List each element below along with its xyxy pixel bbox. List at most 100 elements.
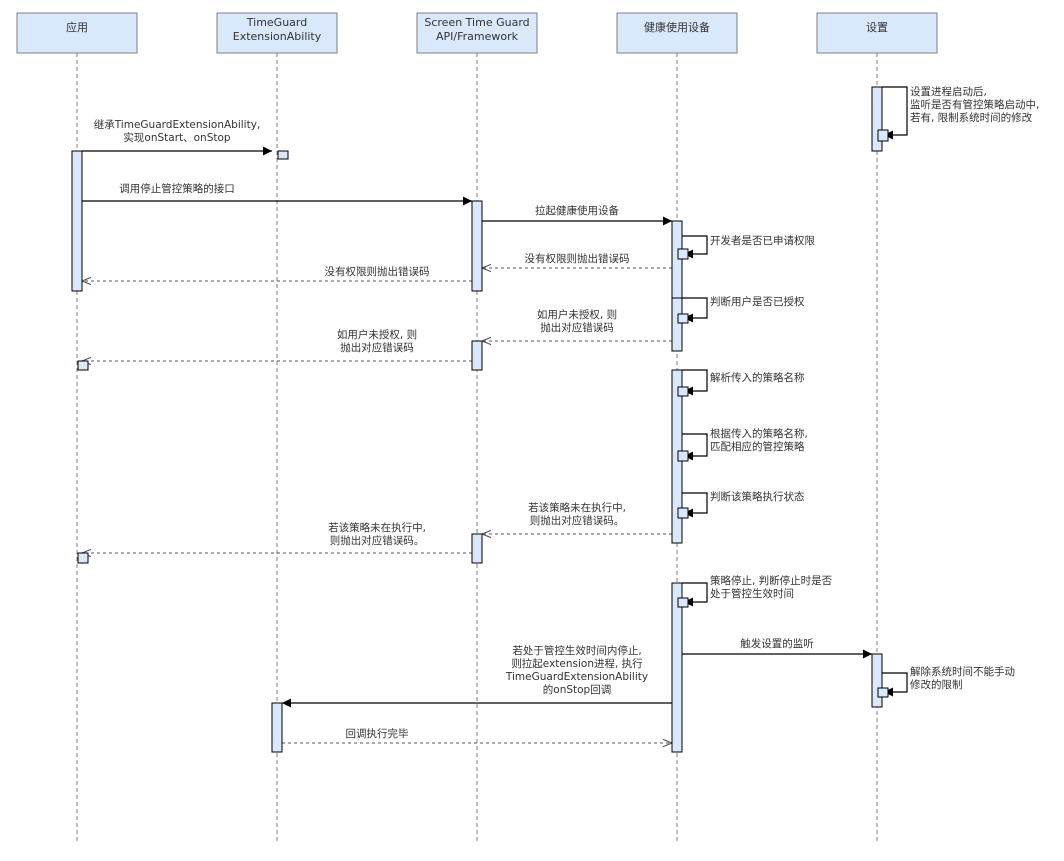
message-label: 如用户未授权, 则抛出对应错误码 <box>337 328 417 354</box>
activation-bar <box>671 582 683 753</box>
activation-bar <box>277 150 289 160</box>
participant-box <box>16 12 138 54</box>
activation-bar <box>677 386 689 397</box>
message-label-line: TimeGuardExtensionAbility <box>505 671 648 683</box>
message-self-check-auth <box>682 297 708 323</box>
participant-label: 健康使用设备 <box>644 20 710 34</box>
message-label: 回调执行完毕 <box>346 727 409 740</box>
participant-box <box>616 12 738 54</box>
activation-bar <box>71 150 83 292</box>
message-label-line: 匹配相应的管控策略 <box>710 440 805 453</box>
activation-bar <box>271 702 283 753</box>
message-label-line: 则抛出对应错误码。 <box>530 514 625 527</box>
message-label: 设置进程启动后,监听是否有管控策略启动中,若有, 限制系统时间的修改 <box>910 85 1039 124</box>
message-label-line: 继承TimeGuardExtensionAbility, <box>94 118 261 131</box>
message-label-line: 没有权限则抛出错误码 <box>525 252 630 265</box>
message-label: 若该策略未在执行中,则抛出对应错误码。 <box>528 501 626 527</box>
self-call-arrow <box>682 235 708 259</box>
self-call-arrow <box>682 297 708 323</box>
message-label-line: 设置进程启动后, <box>910 85 987 98</box>
participant-settings: 设置 <box>816 12 938 54</box>
participant-label: API/Framework <box>436 30 519 43</box>
message-label-line: 则拉起extension进程, 执行 <box>511 657 643 670</box>
message-label-line: 抛出对应错误码 <box>340 341 414 354</box>
participant-box <box>816 12 938 54</box>
message-label-line: 若处于管控生效时间内停止, <box>512 644 641 657</box>
message-label: 没有权限则抛出错误码 <box>325 265 430 278</box>
participant-ext: TimeGuardExtensionAbility <box>216 12 338 54</box>
activation-bar <box>671 297 683 352</box>
message-label: 拉起健康使用设备 <box>535 204 619 217</box>
participant-app: 应用 <box>16 12 138 54</box>
self-call-arrow <box>882 86 908 140</box>
message-label: 开发者是否已申请权限 <box>710 234 815 247</box>
message-label: 解析传入的策略名称 <box>710 371 805 384</box>
message-label-line: 触发设置的监听 <box>740 637 814 650</box>
message-label-line: 则抛出对应错误码。 <box>330 534 425 547</box>
activation-bar <box>471 533 483 564</box>
activation-bar <box>677 450 689 462</box>
activation-bar <box>677 313 689 324</box>
participant-label: ExtensionAbility <box>233 30 322 43</box>
message-label: 若该策略未在执行中,则抛出对应错误码。 <box>328 521 426 547</box>
message-label-line: 若该策略未在执行中, <box>528 501 626 514</box>
message-label-line: 若该策略未在执行中, <box>328 521 426 534</box>
message-label-line: 回调执行完毕 <box>346 727 409 740</box>
message-label-line: 如用户未授权, 则 <box>337 328 417 341</box>
participant-health: 健康使用设备 <box>616 12 738 54</box>
message-label-line: 监听是否有管控策略启动中, <box>910 98 1039 111</box>
message-label-line: 调用停止管控策略的接口 <box>119 182 235 195</box>
participant-label: Screen Time Guard <box>424 16 529 29</box>
message-label-line: 修改的限制 <box>910 678 963 691</box>
activation-bar <box>677 248 689 260</box>
message-self-match-policy <box>682 433 708 461</box>
activation-bar <box>677 507 689 519</box>
message-label-line: 抛出对应错误码 <box>540 321 614 334</box>
message-label: 判断该策略执行状态 <box>710 490 805 503</box>
message-label: 继承TimeGuardExtensionAbility,实现onStart、on… <box>94 118 261 144</box>
activation-bar <box>671 220 683 305</box>
activation-bar <box>871 653 883 708</box>
message-self-parse-name <box>682 369 708 396</box>
activation-bar <box>871 86 883 152</box>
activation-bar <box>877 129 889 142</box>
message-label: 触发设置的监听 <box>740 637 814 650</box>
message-label-line: 策略停止, 判断停止时是否 <box>710 574 833 587</box>
message-label-line: 解析传入的策略名称 <box>710 371 805 384</box>
message-self-stop-check-time <box>682 582 708 607</box>
message-label-line: 如用户未授权, 则 <box>537 308 617 321</box>
message-self-check-permission <box>682 235 708 259</box>
message-label-line: 的onStop回调 <box>543 683 611 696</box>
participant-box <box>416 12 538 54</box>
self-call-arrow <box>682 369 708 396</box>
self-call-arrow <box>682 582 708 607</box>
message-label-line: 开发者是否已申请权限 <box>710 234 815 247</box>
message-label-line: 拉起健康使用设备 <box>535 204 619 217</box>
message-label-line: 没有权限则抛出错误码 <box>325 265 430 278</box>
message-label-line: 处于管控生效时间 <box>710 587 794 600</box>
message-label: 如用户未授权, 则抛出对应错误码 <box>537 308 617 334</box>
message-label: 调用停止管控策略的接口 <box>119 182 235 195</box>
message-label: 没有权限则抛出错误码 <box>525 252 630 265</box>
participant-label: 设置 <box>866 21 888 34</box>
activation-bar <box>77 360 89 371</box>
message-self-check-state <box>682 492 708 518</box>
activation-bar <box>877 687 889 698</box>
message-label-line: 根据传入的策略名称, <box>710 427 808 440</box>
message-label: 若处于管控生效时间内停止,则拉起extension进程, 执行TimeGuard… <box>505 644 648 696</box>
message-label: 根据传入的策略名称,匹配相应的管控策略 <box>710 427 808 453</box>
self-call-arrow <box>682 433 708 461</box>
message-label-line: 实现onStart、onStop <box>123 131 231 144</box>
self-call-arrow <box>882 672 908 697</box>
message-label-line: 解除系统时间不能手动 <box>910 665 1015 678</box>
activation-bar <box>471 340 483 371</box>
message-self-settings-start <box>882 86 908 140</box>
self-call-arrow <box>682 492 708 518</box>
message-label-line: 判断该策略执行状态 <box>710 490 805 503</box>
participant-label: TimeGuard <box>246 16 307 29</box>
activation-bar <box>471 200 483 292</box>
participant-box <box>216 12 338 54</box>
